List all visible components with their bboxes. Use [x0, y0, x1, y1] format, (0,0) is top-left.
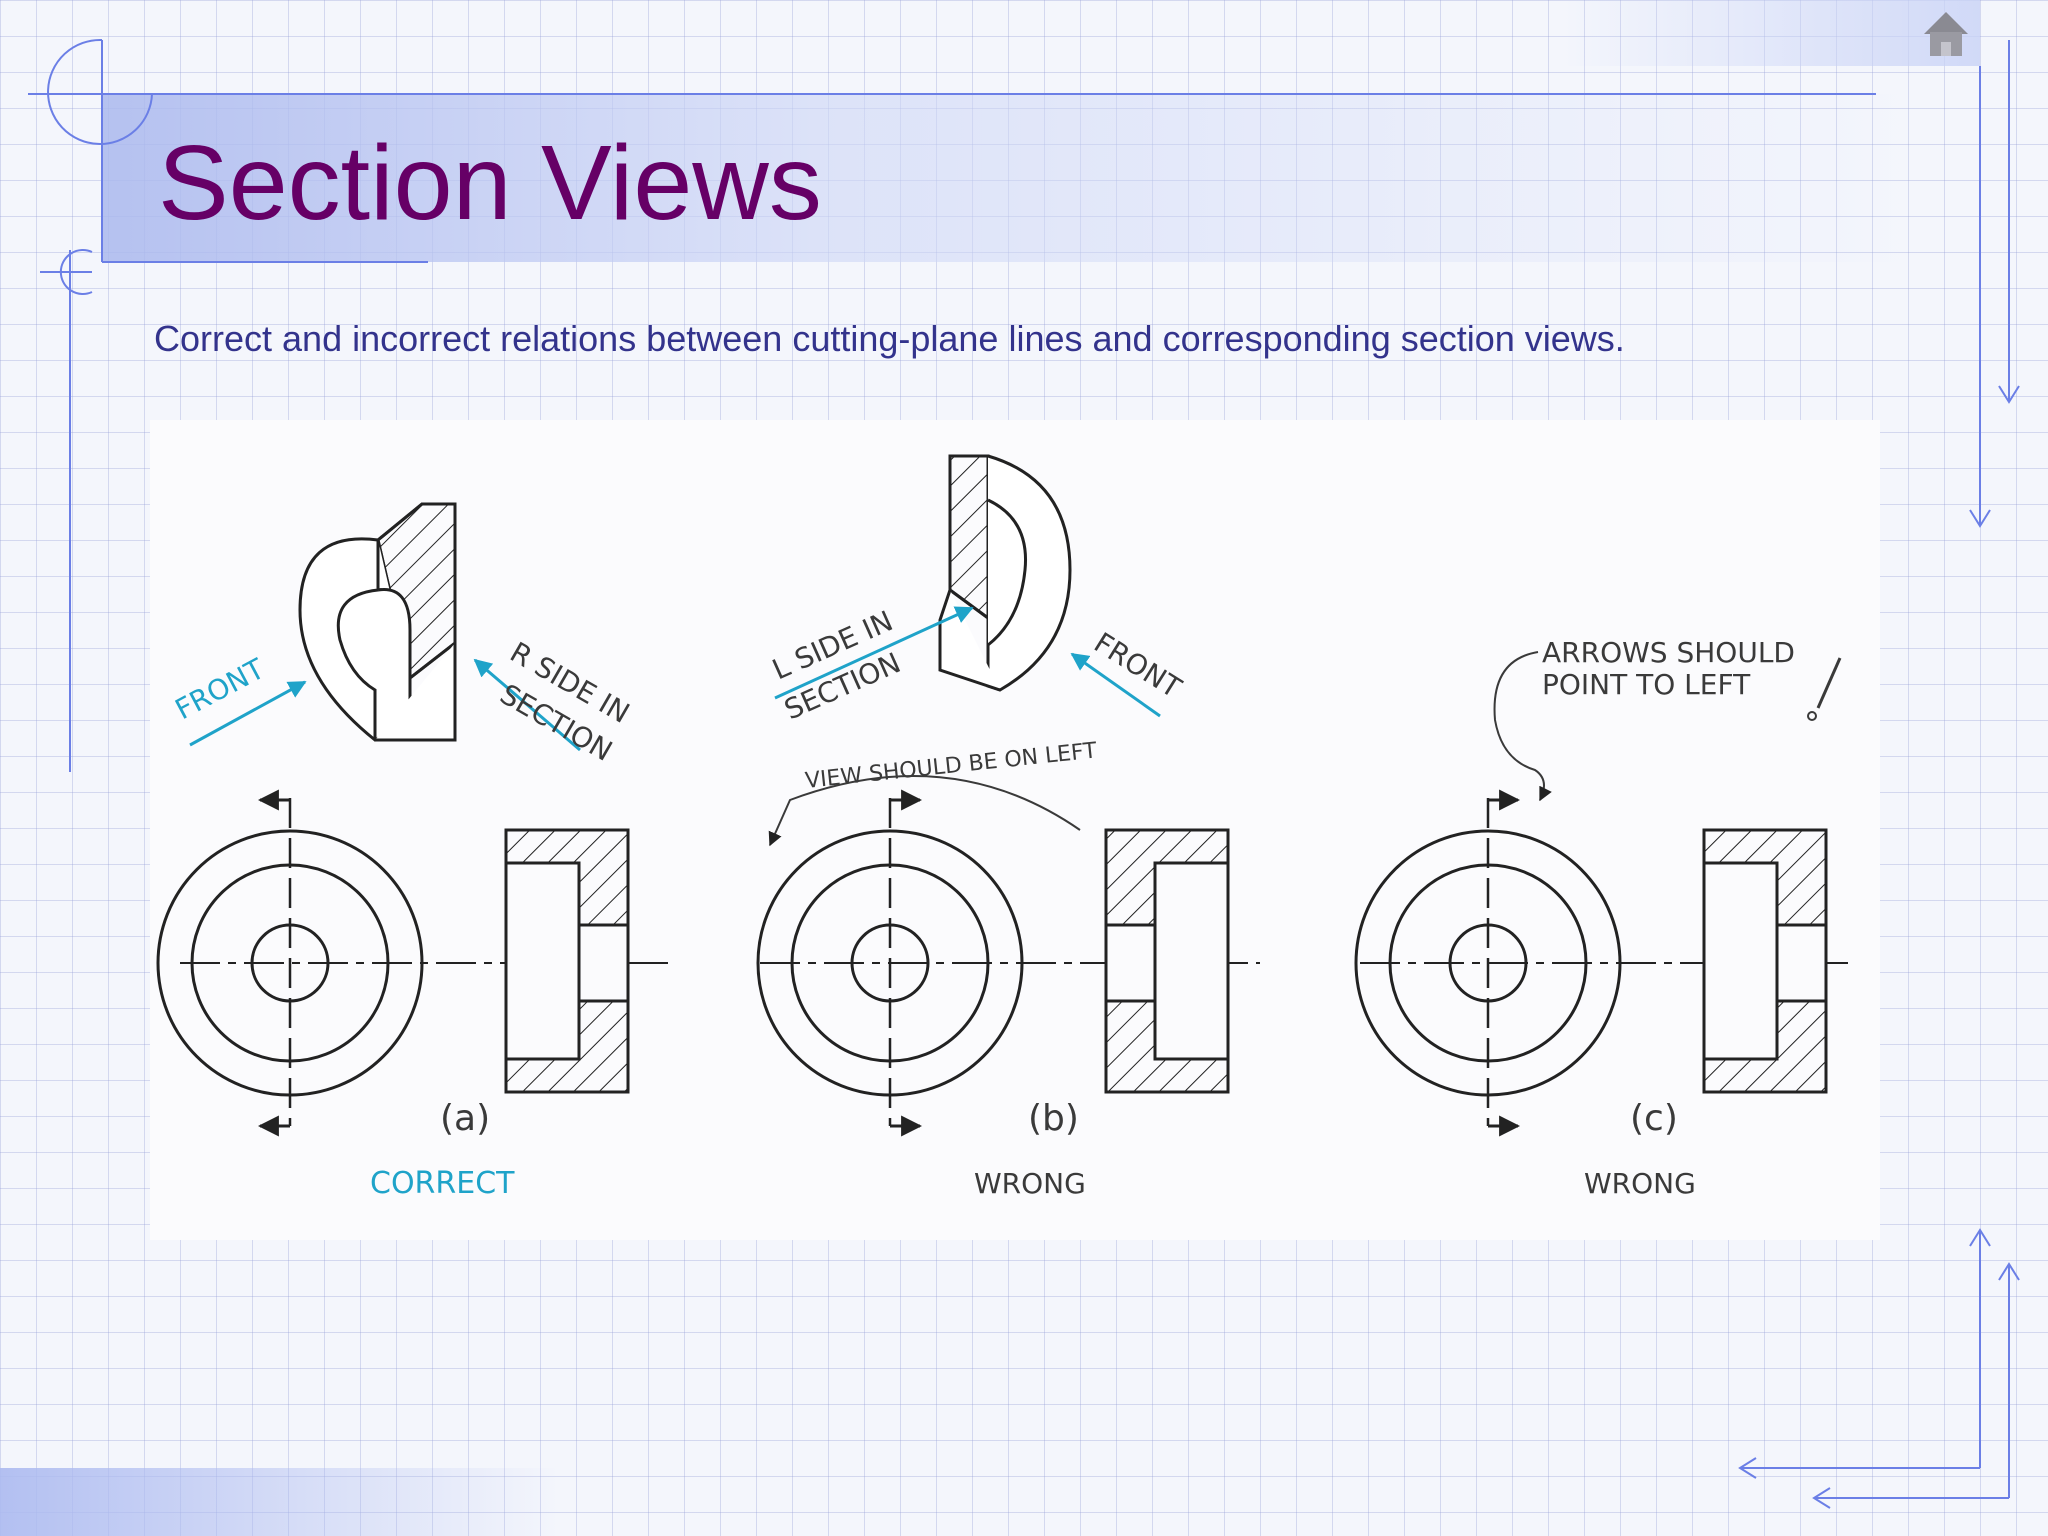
panel-b-front-arrow [1070, 652, 1161, 718]
panel-b-letter: (b) [1028, 1098, 1079, 1139]
panel-b-verdict: WRONG [974, 1167, 1086, 1200]
panel-c-note-line-2: POINT TO LEFT [1542, 668, 1751, 701]
panel-c-note-arrow [1493, 651, 1552, 802]
panel-a-front-view [156, 789, 670, 1137]
figure-drawing: FRONT R SIDE IN SECTION [156, 454, 1855, 1201]
panel-b-pictorial [938, 454, 1072, 692]
panel-a-side-arrow [473, 658, 581, 752]
panel-c-front-view [1354, 789, 1855, 1137]
home-icon [1924, 12, 1968, 56]
panel-c: ARROWS SHOULD POINT TO LEFT [1354, 636, 1855, 1200]
panel-b-front-label: FRONT [1088, 626, 1187, 705]
panel-a-section-view [504, 828, 630, 1094]
panel-a-pictorial [298, 502, 457, 742]
home-button[interactable] [1920, 8, 1972, 60]
panel-b-note: VIEW SHOULD BE ON LEFT [804, 738, 1098, 794]
slide-title: Section Views [158, 124, 822, 242]
panel-a-letter: (a) [440, 1098, 490, 1139]
panel-b-section-view [1104, 828, 1230, 1094]
panel-c-exclamation [1816, 657, 1842, 709]
panel-c-verdict: WRONG [1584, 1167, 1696, 1200]
panel-a-front-arrow [189, 680, 307, 747]
panel-b: L SIDE IN SECTION FRONT VIEW SHOULD BE O… [756, 454, 1260, 1200]
slide-subtitle: Correct and incorrect relations between … [154, 318, 1625, 359]
panel-b-side-arrow [774, 606, 974, 700]
panel-c-letter: (c) [1630, 1098, 1678, 1139]
corner-arc [47, 38, 153, 145]
panel-c-note-line-1: ARROWS SHOULD [1542, 636, 1795, 669]
panel-b-note-arrow [768, 775, 1081, 847]
panel-a: FRONT R SIDE IN SECTION [156, 502, 670, 1201]
top-right-band [1560, 0, 1980, 66]
title-band [102, 94, 1922, 262]
section-views-figure: FRONT R SIDE IN SECTION [150, 420, 1880, 1240]
panel-a-front-label: FRONT [170, 652, 271, 726]
bottom-left-band [0, 1468, 560, 1536]
panel-a-verdict: CORRECT [370, 1166, 515, 1201]
panel-c-section-view [1702, 828, 1828, 1094]
